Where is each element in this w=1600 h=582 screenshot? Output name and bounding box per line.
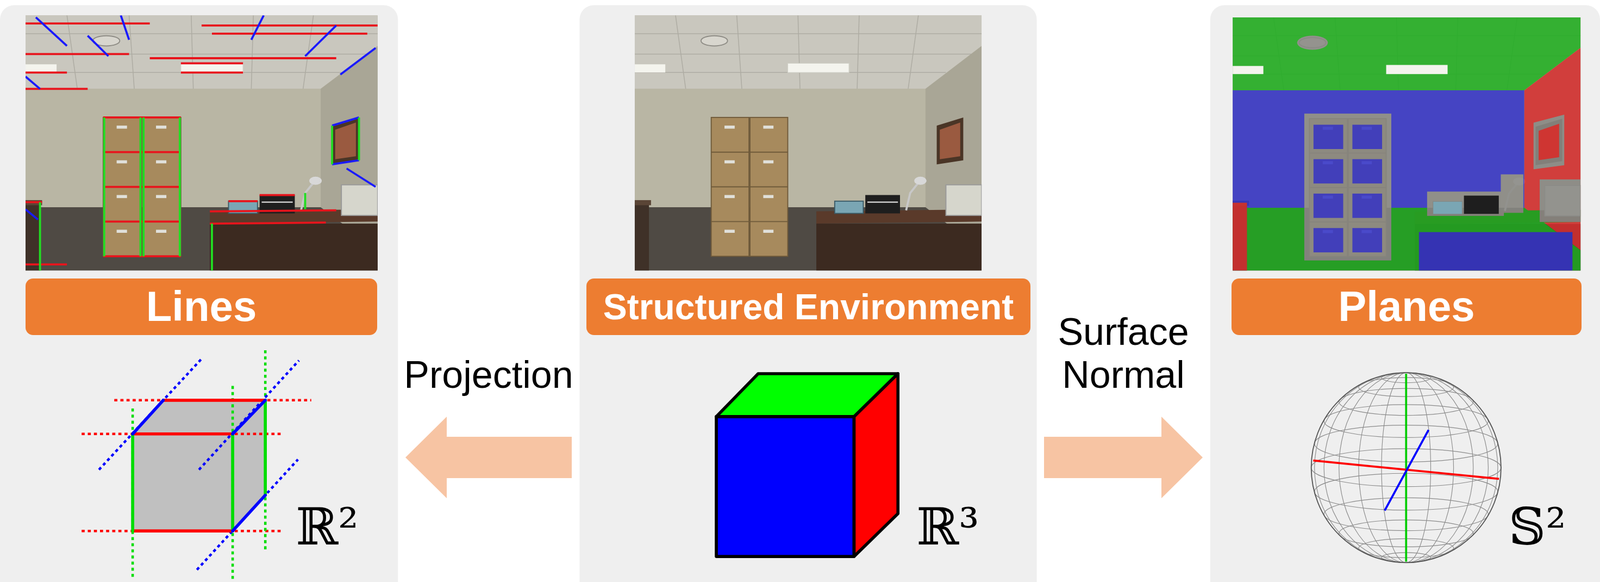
plane-overlays	[1232, 17, 1581, 271]
edge-label: Projection	[397, 353, 580, 396]
panel-background	[1210, 4, 1600, 582]
panel: ℝ³ Structured Environment	[579, 5, 1037, 582]
space-symbol: 𝕊²	[1508, 501, 1567, 553]
panel-background	[579, 4, 1037, 582]
block-arrow	[405, 416, 572, 498]
line-detection-image	[25, 15, 378, 271]
panel-background	[0, 4, 398, 582]
red-lines	[25, 23, 378, 265]
space-symbol: ℝ³	[916, 501, 980, 553]
title-bar: Lines	[25, 278, 378, 335]
environment-image	[634, 15, 982, 271]
title-text: Planes	[1338, 283, 1475, 330]
title-bar: Structured Environment	[586, 278, 1031, 335]
title-bar: Planes	[1231, 278, 1582, 335]
panel-backgrounds	[0, 4, 1600, 582]
edge-label: Surface Normal	[1036, 310, 1211, 396]
blue-lines	[25, 15, 376, 220]
title-text: Lines	[146, 283, 258, 330]
plane-segmentation-image	[1232, 17, 1581, 271]
panel: ℝ² Lines	[0, 5, 398, 582]
panel: 𝕊² Planes	[1210, 5, 1600, 582]
projected-cube	[81, 350, 311, 580]
title-text: Structured Environment	[603, 286, 1014, 327]
block-arrow	[1044, 416, 1203, 498]
space-symbol: ℝ²	[295, 501, 359, 553]
unit-sphere	[1311, 372, 1502, 562]
green-lines	[40, 117, 360, 271]
cube-3d	[716, 373, 898, 556]
